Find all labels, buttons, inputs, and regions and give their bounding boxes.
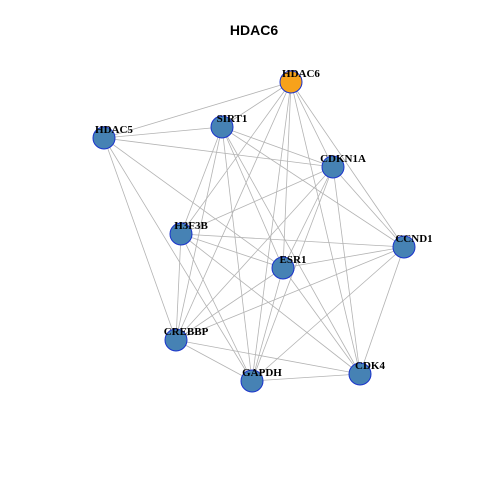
edge-cdkn1a-h3f3b — [180, 166, 334, 235]
node-label-gapdh: GAPDH — [242, 367, 282, 379]
edge-crebbp-gapdh — [175, 339, 253, 382]
edge-cdkn1a-esr1 — [282, 166, 334, 269]
node-label-crebbp: CREBBP — [164, 326, 209, 338]
edge-h3f3b-ccnd1 — [180, 233, 405, 248]
edge-ccnd1-cdk4 — [359, 246, 405, 375]
node-h3f3b[interactable] — [169, 222, 193, 246]
edge-hdac5-esr1 — [103, 137, 284, 269]
edge-hdac6-sirt1 — [221, 81, 292, 128]
node-label-cdk4: CDK4 — [355, 360, 385, 372]
node-label-hdac6: HDAC6 — [282, 68, 320, 80]
node-label-hdac5: HDAC5 — [95, 124, 133, 136]
edge-sirt1-cdk4 — [221, 126, 361, 375]
edge-ccnd1-crebbp — [175, 246, 405, 341]
edge-esr1-cdk4 — [282, 267, 361, 375]
node-cdk4[interactable] — [348, 362, 372, 386]
edge-hdac6-cdkn1a — [290, 81, 334, 168]
edge-hdac5-gapdh — [103, 137, 253, 382]
edge-hdac5-cdkn1a — [103, 137, 334, 168]
edge-hdac6-h3f3b — [180, 81, 292, 235]
edge-cdkn1a-ccnd1 — [332, 166, 405, 248]
edge-hdac6-gapdh — [251, 81, 292, 382]
edge-hdac6-hdac5 — [103, 81, 292, 139]
edge-sirt1-hdac5 — [103, 126, 223, 139]
node-cdkn1a[interactable] — [321, 155, 345, 179]
edge-cdkn1a-crebbp — [175, 166, 334, 341]
edge-esr1-ccnd1 — [282, 246, 405, 269]
edge-esr1-crebbp — [175, 267, 284, 341]
edge-sirt1-esr1 — [221, 126, 284, 269]
edge-hdac6-cdk4 — [290, 81, 361, 375]
edge-sirt1-cdkn1a — [221, 126, 334, 168]
edge-hdac6-ccnd1 — [290, 81, 405, 248]
edge-h3f3b-esr1 — [180, 233, 284, 269]
edge-sirt1-h3f3b — [180, 126, 223, 235]
edge-sirt1-crebbp — [175, 126, 223, 341]
node-hdac5[interactable] — [92, 126, 116, 150]
node-layer — [92, 70, 416, 393]
edge-h3f3b-crebbp — [175, 233, 182, 341]
edge-crebbp-cdk4 — [175, 339, 361, 375]
edge-layer — [103, 81, 405, 382]
edge-esr1-gapdh — [251, 267, 284, 382]
edge-hdac5-crebbp — [103, 137, 177, 341]
node-label-sirt1: SIRT1 — [217, 113, 248, 125]
node-label-h3f3b: H3F3B — [174, 220, 208, 232]
plot-title: HDAC6 — [230, 22, 278, 38]
edge-hdac6-esr1 — [282, 81, 292, 269]
node-crebbp[interactable] — [164, 328, 188, 352]
edge-h3f3b-cdk4 — [180, 233, 361, 375]
edge-h3f3b-gapdh — [180, 233, 253, 382]
edge-sirt1-gapdh — [221, 126, 253, 382]
node-esr1[interactable] — [271, 256, 295, 280]
node-ccnd1[interactable] — [392, 235, 416, 259]
node-label-cdkn1a: CDKN1A — [320, 153, 366, 165]
node-gapdh[interactable] — [240, 369, 264, 393]
node-hdac6[interactable] — [279, 70, 303, 94]
node-label-esr1: ESR1 — [280, 254, 307, 266]
node-label-ccnd1: CCND1 — [395, 233, 432, 245]
node-sirt1[interactable] — [210, 115, 234, 139]
edge-sirt1-ccnd1 — [221, 126, 405, 248]
edge-gapdh-cdk4 — [251, 373, 361, 382]
